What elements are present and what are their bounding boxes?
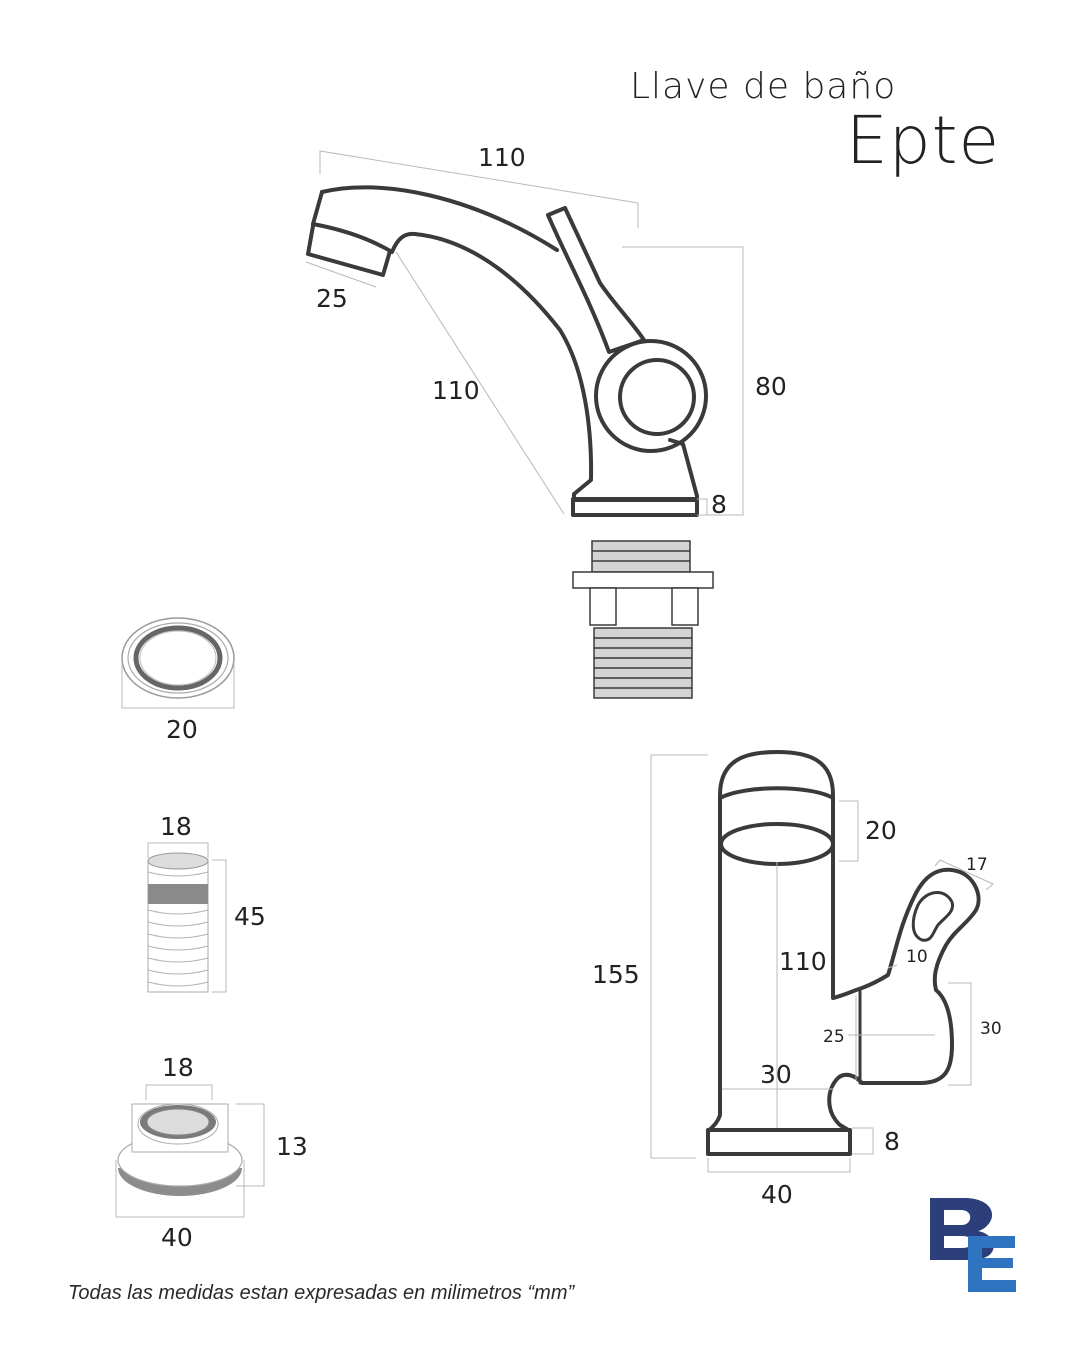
dim-side-lever-hole: 10 <box>906 947 928 967</box>
side-base <box>706 1128 852 1156</box>
dim-side-neck: 30 <box>760 1060 792 1089</box>
base-plate <box>571 497 699 517</box>
product-title: Epte <box>846 102 1001 179</box>
logo-letter-b <box>930 1198 994 1260</box>
dim-side-base-height: 8 <box>884 1127 900 1156</box>
dim-spout-reach: 110 <box>432 376 480 405</box>
lever-eye <box>911 891 955 942</box>
faucet-side-view <box>706 750 981 1156</box>
hex-nut <box>115 1084 265 1218</box>
dim-faucet-height: 80 <box>755 372 787 401</box>
spout-body <box>311 190 699 502</box>
dim-side-hub-inner: 25 <box>823 1027 845 1047</box>
washer <box>121 617 235 709</box>
dim-side-lever-width: 17 <box>966 855 988 875</box>
product-subtitle: Llave de baño <box>630 66 897 107</box>
dim-thread-width: 18 <box>160 812 192 841</box>
dim-washer-width: 20 <box>166 715 198 744</box>
dim-nut-width: 40 <box>161 1223 193 1252</box>
logo-letter-e <box>968 1236 1016 1292</box>
dim-side-body: 110 <box>779 947 827 976</box>
side-dimension-lines <box>650 754 994 1173</box>
dim-nut-bore: 18 <box>162 1053 194 1082</box>
valve-knob-outer <box>594 339 708 453</box>
lever-handle <box>546 206 646 354</box>
faucet-dimension-lines <box>305 150 744 516</box>
dim-side-hub-outer: 30 <box>980 1019 1002 1039</box>
faucet-perspective <box>306 185 708 517</box>
brand-logo <box>930 1198 1016 1292</box>
side-band <box>718 786 835 800</box>
dim-base-height: 8 <box>711 490 727 519</box>
dim-spout-length: 110 <box>478 143 526 172</box>
valve-knob-inner <box>618 358 696 436</box>
dim-spout-tip: 25 <box>316 284 348 313</box>
dim-side-total-height: 155 <box>592 960 640 989</box>
dim-side-top: 20 <box>865 816 897 845</box>
dim-nut-height: 13 <box>276 1132 308 1161</box>
threaded-connector <box>572 540 714 699</box>
side-outlet <box>719 822 835 866</box>
dim-thread-length: 45 <box>234 902 266 931</box>
aerator <box>306 224 392 277</box>
side-body <box>718 750 981 1133</box>
dim-side-base-width: 40 <box>761 1180 793 1209</box>
side-neck <box>706 793 722 1133</box>
thread-insert <box>147 842 227 993</box>
spout-top <box>320 185 559 252</box>
units-note: Todas las medidas estan expresadas en mi… <box>68 1282 575 1304</box>
